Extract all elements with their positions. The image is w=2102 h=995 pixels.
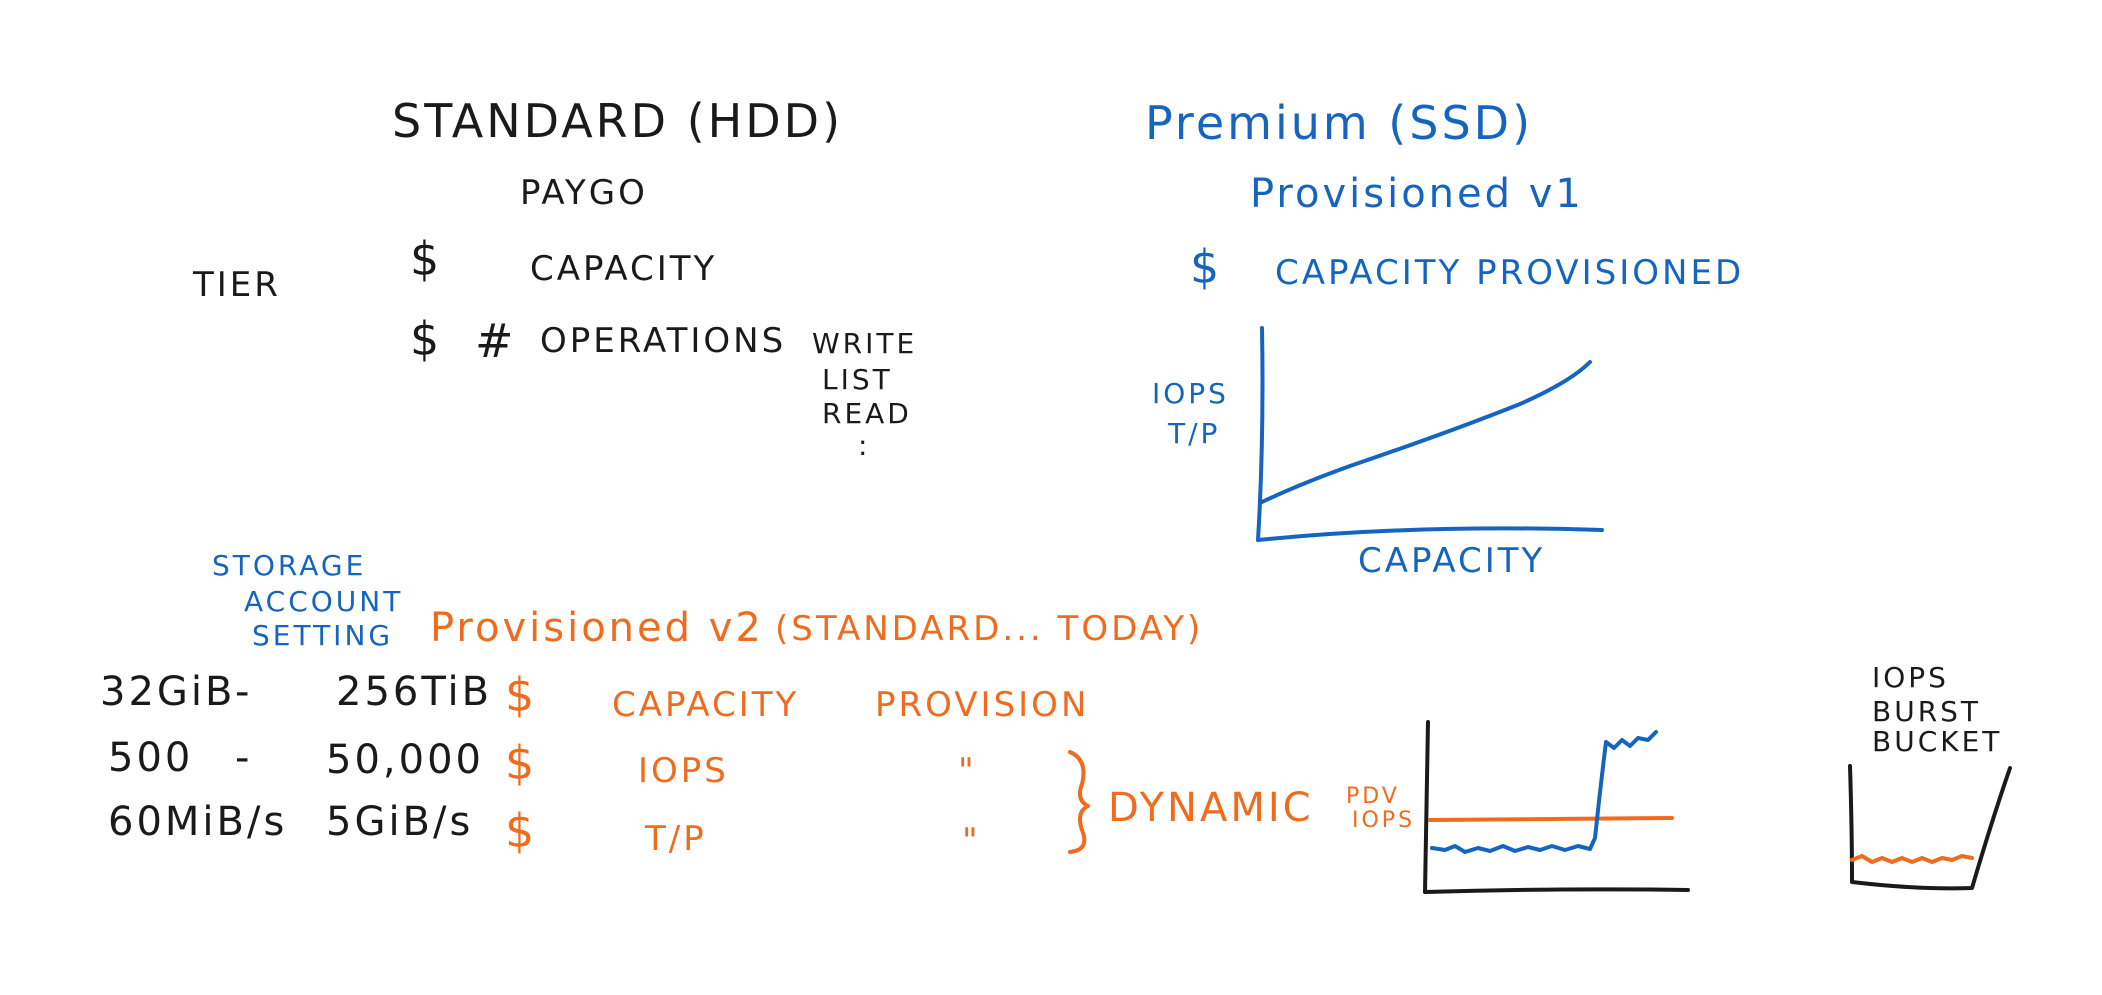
row3-dollar: $ [505, 804, 538, 858]
usage-graph-usage-line [1430, 730, 1658, 854]
op-ellipsis: : [858, 429, 871, 462]
dollar-operations-symbol: $ [410, 312, 443, 366]
usage-graph-y-axis [1423, 720, 1430, 894]
operations-label: OPERATIONS [540, 321, 787, 361]
row2-item: IOPS [638, 751, 729, 791]
dynamic-label: DYNAMIC [1108, 785, 1314, 831]
burst-bucket-fill-level [1850, 854, 1974, 864]
storage-label: STORAGE [212, 549, 367, 582]
dynamic-brace [1068, 750, 1090, 854]
graph-x-label-capacity: CAPACITY [1358, 541, 1546, 581]
account-label: ACCOUNT [244, 585, 404, 618]
dollar-capacity-symbol: $ [410, 232, 443, 286]
row2-min: 500 [108, 735, 194, 781]
usage-graph-label-pdv: PDV [1346, 784, 1400, 809]
row3-max: 5GiB/s [326, 799, 474, 845]
burst-bucket-outline [1848, 764, 2012, 891]
usage-graph-provisioned-line [1428, 816, 1674, 822]
row1-max: 256TiB [336, 669, 493, 715]
burst-label-bucket: BUCKET [1872, 725, 2003, 758]
capacity-label: CAPACITY [530, 249, 718, 289]
row3-action: " [962, 821, 981, 861]
row2-dollar: $ [505, 736, 538, 790]
row1-dash: - [235, 669, 253, 715]
premium-graph-x-axis [1256, 526, 1604, 542]
premium-title: Premium (SSD) [1145, 96, 1534, 150]
row1-dollar: $ [505, 668, 538, 722]
usage-graph-label-iops: IOPS [1352, 808, 1416, 833]
burst-label-iops: IOPS [1872, 661, 1949, 694]
graph-y-label-tp: T/P [1168, 417, 1221, 450]
op-write: WRITE [812, 327, 918, 360]
capacity-provisioned-label: CAPACITY PROVISIONED [1275, 253, 1745, 293]
row1-action: PROVISION [875, 685, 1090, 725]
setting-label: SETTING [252, 619, 394, 652]
provisioned-v2-title: Provisioned v2 [430, 605, 764, 651]
tier-label: TIER [193, 265, 281, 305]
row1-min: 32GiB [100, 669, 236, 715]
row3-min: 60MiB/s [108, 799, 288, 845]
row1-item: CAPACITY [612, 685, 800, 725]
graph-y-label-iops: IOPS [1152, 377, 1229, 410]
op-read: READ [822, 397, 912, 430]
provisioned-v2-subtitle: (STANDARD... TODAY) [775, 609, 1204, 649]
paygo-label: PAYGO [520, 173, 648, 213]
op-list: LIST [822, 363, 893, 396]
row3-item: T/P [645, 819, 707, 859]
premium-graph-trend-line [1260, 360, 1592, 504]
premium-graph-y-axis [1256, 326, 1265, 542]
burst-label-burst: BURST [1872, 695, 1982, 728]
hash-symbol: # [475, 314, 517, 368]
usage-graph-x-axis [1423, 887, 1690, 894]
row2-action: " [958, 751, 977, 791]
premium-dollar-symbol: $ [1190, 240, 1223, 294]
row2-dash: - [235, 735, 253, 781]
row2-max: 50,000 [326, 737, 484, 783]
provisioned-v1-label: Provisioned v1 [1250, 171, 1584, 217]
standard-title: STANDARD (HDD) [392, 94, 844, 148]
